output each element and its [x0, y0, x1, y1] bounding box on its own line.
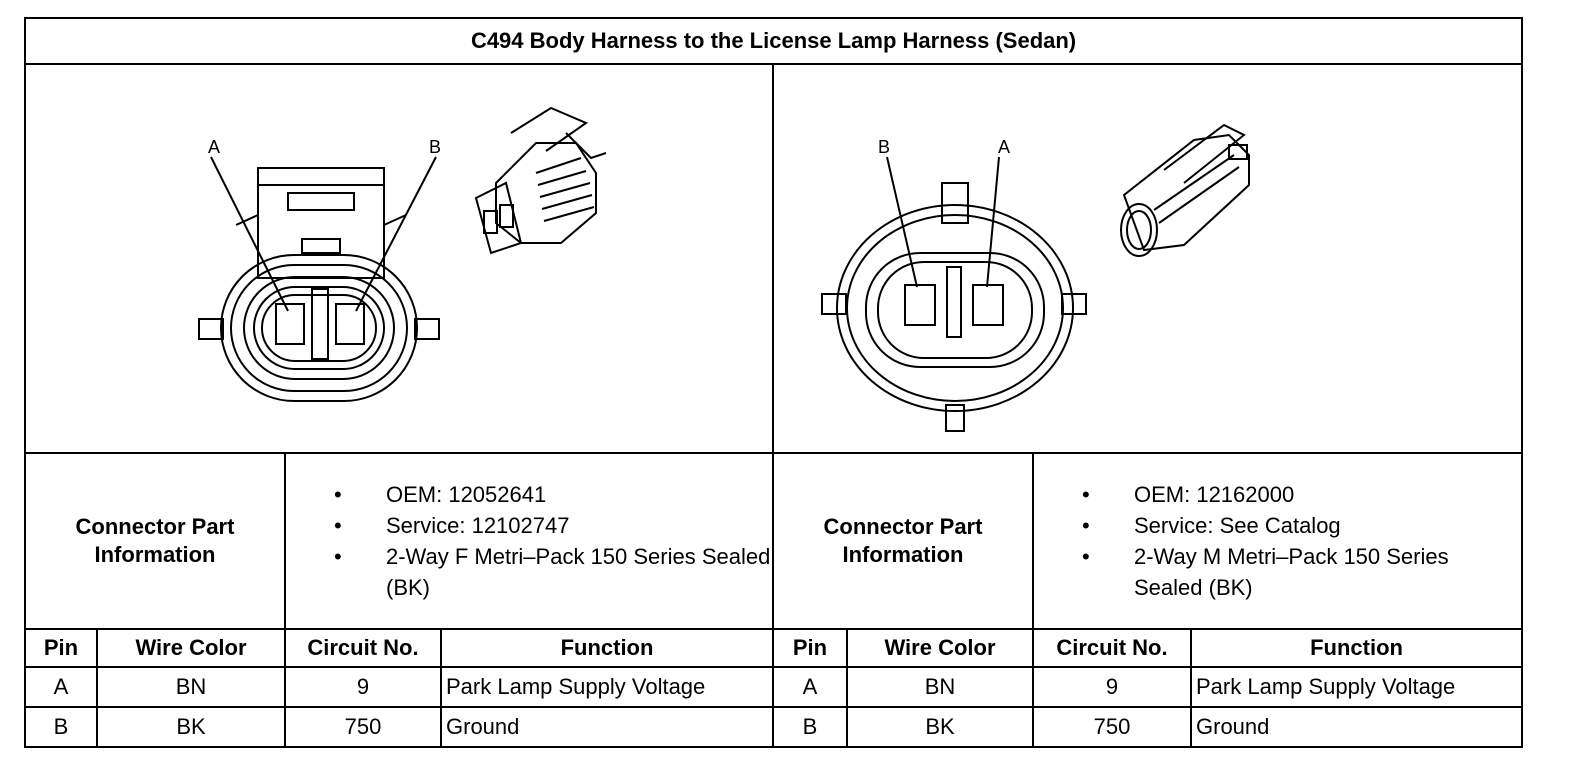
- col-header-pin: Pin: [772, 628, 848, 668]
- col-header-function: Function: [440, 628, 774, 668]
- cell-circuit: 750: [1032, 706, 1192, 748]
- left-cpi-label: Connector Part Information: [24, 452, 286, 630]
- pin-label-a: A: [208, 137, 220, 157]
- cell-pin: B: [24, 706, 98, 748]
- pin-label-a: A: [998, 137, 1010, 157]
- right-connector-diagram: B A: [771, 63, 1524, 454]
- left-cpi-oem: OEM: 12052641: [334, 479, 772, 510]
- cell-function: Ground: [440, 706, 774, 748]
- cell-wire-color: BN: [96, 666, 286, 708]
- right-cpi-service: Service: See Catalog: [1082, 510, 1521, 541]
- page-title: C494 Body Harness to the License Lamp Ha…: [23, 17, 1524, 65]
- pin-label-b: B: [429, 137, 441, 157]
- table-row: B BK 750 Ground B BK 750 Ground: [24, 706, 1524, 748]
- right-cpi-label: Connector Part Information: [772, 452, 1034, 630]
- cell-wire-color: BK: [96, 706, 286, 748]
- left-connector-diagram: A B: [24, 63, 774, 454]
- cell-wire-color: BN: [846, 666, 1034, 708]
- female-connector-drawing: A B: [198, 106, 607, 402]
- table-row: A BN 9 Park Lamp Supply Voltage A BN 9 P…: [24, 666, 1524, 708]
- table-header-row: Pin Wire Color Circuit No. Function Pin …: [24, 628, 1524, 668]
- cell-pin: A: [24, 666, 98, 708]
- pin-label-b: B: [878, 137, 890, 157]
- col-header-wire-color: Wire Color: [96, 628, 286, 668]
- cell-circuit: 9: [1032, 666, 1192, 708]
- male-connector-drawing: B A: [821, 123, 1250, 432]
- right-cpi-list: OEM: 12162000 Service: See Catalog 2-Way…: [1031, 452, 1524, 630]
- col-header-function: Function: [1189, 628, 1524, 668]
- right-cpi-oem: OEM: 12162000: [1082, 479, 1521, 510]
- cell-pin: B: [772, 706, 848, 748]
- col-header-wire-color: Wire Color: [846, 628, 1034, 668]
- col-header-circuit: Circuit No.: [284, 628, 442, 668]
- left-cpi-description: 2-Way F Metri–Pack 150 Series Sealed (BK…: [334, 541, 772, 603]
- cell-wire-color: BK: [846, 706, 1034, 748]
- right-cpi-description: 2-Way M Metri–Pack 150 Series Sealed (BK…: [1082, 541, 1521, 603]
- cell-circuit: 750: [284, 706, 442, 748]
- cell-circuit: 9: [284, 666, 442, 708]
- col-header-pin: Pin: [24, 628, 98, 668]
- left-cpi-service: Service: 12102747: [334, 510, 772, 541]
- connector-sheet: C494 Body Harness to the License Lamp Ha…: [23, 17, 1524, 754]
- connector-table: C494 Body Harness to the License Lamp Ha…: [23, 17, 1524, 748]
- left-cpi-list: OEM: 12052641 Service: 12102747 2-Way F …: [284, 452, 774, 630]
- cell-function: Park Lamp Supply Voltage: [440, 666, 774, 708]
- cell-pin: A: [772, 666, 848, 708]
- cell-function: Park Lamp Supply Voltage: [1189, 666, 1524, 708]
- col-header-circuit: Circuit No.: [1032, 628, 1192, 668]
- cell-function: Ground: [1189, 706, 1524, 748]
